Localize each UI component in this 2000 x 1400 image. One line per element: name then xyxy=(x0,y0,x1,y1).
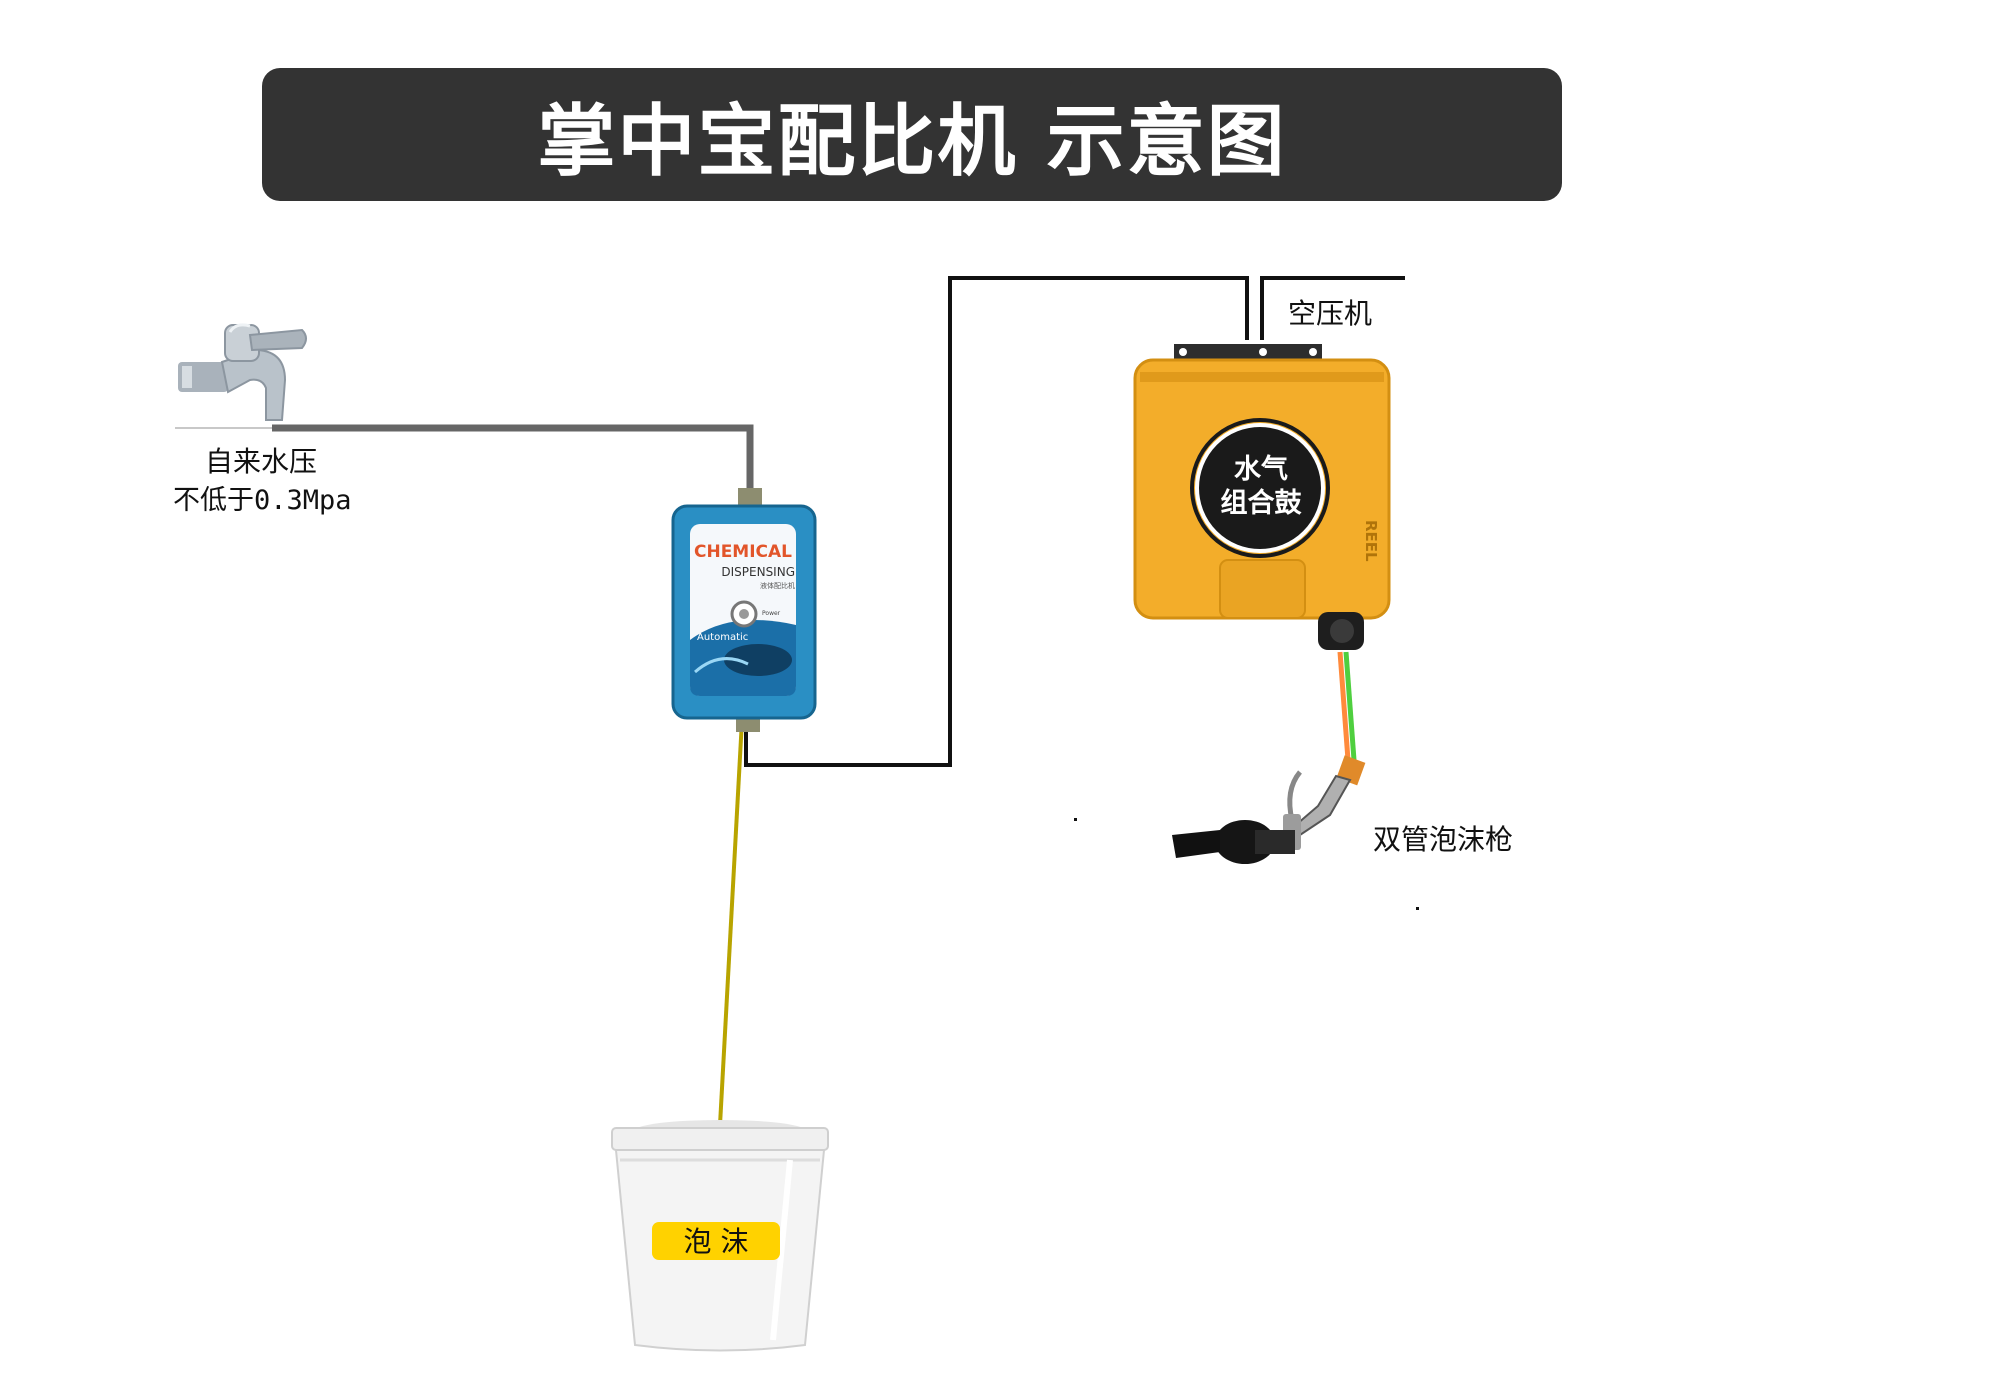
page-title: 掌中宝配比机 示意图 xyxy=(537,96,1287,187)
reel-badge-line1: 水气 xyxy=(1234,454,1288,485)
water-pipe xyxy=(272,424,754,490)
air-hose xyxy=(1337,651,1351,761)
dispenser-brand-line2: DISPENSING xyxy=(721,565,795,579)
chemical-dispenser: CHEMICAL DISPENSING 液体配比机 Power Automati… xyxy=(671,488,817,732)
bucket-label: 泡 沫 xyxy=(684,1225,749,1258)
faucet-pressure-value: 不低于0.3Mpa xyxy=(173,485,352,516)
air-water-line xyxy=(744,276,1249,767)
compressor-label: 空压机 xyxy=(1288,297,1373,330)
reel-badge-line2: 组合鼓 xyxy=(1221,487,1303,519)
chemical-tube xyxy=(718,719,744,1126)
compressor-line xyxy=(1260,276,1405,340)
title-bar: 掌中宝配比机 示意图 xyxy=(262,68,1562,201)
faucet-pressure-label: 自来水压 xyxy=(205,445,318,478)
foam-gun-icon xyxy=(1172,755,1366,864)
stray-dot xyxy=(1416,907,1419,910)
dispenser-brand-line1: CHEMICAL xyxy=(694,542,792,562)
faucet-icon xyxy=(175,323,307,429)
chemical-bucket: 泡 沫 xyxy=(611,1120,829,1352)
dispenser-automatic-label: Automatic xyxy=(697,632,748,643)
hose-reel: 水气 组合鼓 REEL xyxy=(1133,344,1391,761)
foam-gun-label: 双管泡沫枪 xyxy=(1373,823,1514,856)
reel-side-text: REEL xyxy=(1362,520,1380,562)
dispenser-power-label: Power xyxy=(762,610,781,617)
water-hose xyxy=(1343,651,1357,761)
stray-dot xyxy=(1074,818,1077,821)
dispenser-brand-line3: 液体配比机 xyxy=(760,581,795,590)
